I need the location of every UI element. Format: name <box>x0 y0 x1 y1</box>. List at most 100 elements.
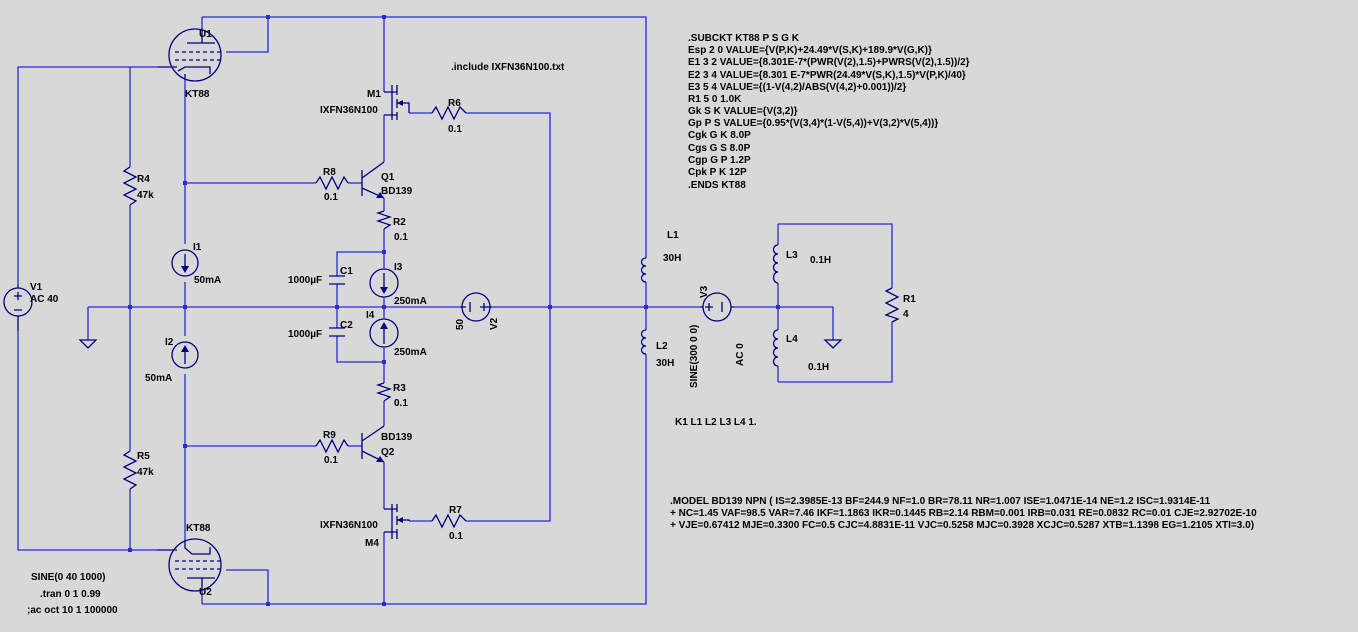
r2-name: R2 <box>393 217 406 228</box>
voltage-source-v1[interactable] <box>3 285 33 331</box>
i1-name: I1 <box>193 242 202 253</box>
v1-name: V1 <box>30 282 43 293</box>
current-source-i4[interactable] <box>369 318 399 348</box>
current-source-i1[interactable] <box>171 249 199 277</box>
l1-value: 30H <box>663 253 681 264</box>
subckt-line: Cgs G S 8.0P <box>688 143 751 154</box>
l4-value: 0.1H <box>808 362 829 373</box>
subckt-line: E1 3 2 VALUE={8.301E-7*(PWR(V(2),1.5)+PW… <box>688 57 970 68</box>
subckt-line: E3 5 4 VALUE={(1-V(4,2)/ABS(V(4,2)+0.001… <box>688 82 906 93</box>
v3-name: V3 <box>699 285 710 298</box>
q2-model: BD139 <box>381 432 413 443</box>
resistor-r6[interactable] <box>431 105 467 121</box>
i4-name: I4 <box>366 310 375 321</box>
coupling-directive[interactable]: K1 L1 L2 L3 L4 1. <box>675 417 757 428</box>
i4-value: 250mA <box>394 347 427 358</box>
r6-value: 0.1 <box>448 124 462 135</box>
c2-name: C2 <box>340 320 353 331</box>
q1-model: BD139 <box>381 186 413 197</box>
l3-value: 0.1H <box>810 255 831 266</box>
v2-name: V2 <box>489 317 500 330</box>
r1-value: 4 <box>903 309 909 320</box>
resistor-r1[interactable] <box>884 287 900 323</box>
model-line: + NC=1.45 VAF=98.5 VAR=7.46 IKF=1.1863 I… <box>670 508 1257 519</box>
v1-value: AC 40 <box>30 294 59 305</box>
r5-value: 47k <box>137 467 154 478</box>
bd139-model-directive[interactable]: .MODEL BD139 NPN ( IS=2.3985E-13 BF=244.… <box>670 496 1257 531</box>
r5-name: R5 <box>137 451 150 462</box>
subckt-line: E2 3 4 VALUE={8.301 E-7*PWR(24.49*V(S,K)… <box>688 70 966 81</box>
r2-value: 0.1 <box>394 232 408 243</box>
capacitor-c2[interactable] <box>329 327 345 337</box>
v2-value: 50 <box>455 318 466 330</box>
capacitor-c1[interactable] <box>329 275 345 285</box>
r4-value: 47k <box>137 190 154 201</box>
subckt-line: .ENDS KT88 <box>688 180 746 191</box>
voltage-source-v2[interactable] <box>460 292 492 322</box>
r3-name: R3 <box>393 383 406 394</box>
voltage-source-v3[interactable] <box>700 292 734 322</box>
r8-value: 0.1 <box>324 192 338 203</box>
tube-u1[interactable] <box>157 28 224 82</box>
inductor-l1[interactable] <box>640 257 647 283</box>
resistor-r5[interactable] <box>122 450 138 490</box>
r9-value: 0.1 <box>324 455 338 466</box>
r3-value: 0.1 <box>394 398 408 409</box>
m4-name: M4 <box>365 538 379 549</box>
v3-value: SINE(300 0 0) <box>689 325 700 388</box>
inductor-l2[interactable] <box>640 329 647 355</box>
include-directive[interactable]: .include IXFN36N100.txt <box>451 62 565 73</box>
tube-u2[interactable] <box>157 538 224 592</box>
m4-model: IXFN36N100 <box>320 520 378 531</box>
r6-name: R6 <box>448 98 461 109</box>
resistor-r8[interactable] <box>315 175 349 191</box>
sine-source-value[interactable]: SINE(0 40 1000) <box>31 572 106 583</box>
r1-name: R1 <box>903 294 916 305</box>
resistor-r9[interactable] <box>315 438 349 454</box>
model-line: .MODEL BD139 NPN ( IS=2.3985E-13 BF=244.… <box>670 496 1211 507</box>
m1-model: IXFN36N100 <box>320 105 378 116</box>
l3-name: L3 <box>786 250 798 261</box>
bjt-q2[interactable] <box>361 425 385 463</box>
subckt-line: R1 5 0 1.0K <box>688 94 742 105</box>
i1-value: 50mA <box>194 275 221 286</box>
subckt-line: Gk S K VALUE={V(3,2)} <box>688 106 798 117</box>
subckt-line: Cpk P K 12P <box>688 167 747 178</box>
u2-name: U2 <box>199 587 212 598</box>
q2-name: Q2 <box>381 447 395 458</box>
inductor-l4[interactable] <box>772 329 779 367</box>
l2-name: L2 <box>656 341 668 352</box>
ground-symbol <box>78 339 98 349</box>
tran-directive[interactable]: .tran 0 1 0.99 <box>40 589 101 600</box>
v3-value2: AC 0 <box>735 343 746 366</box>
current-source-i3[interactable] <box>369 268 399 298</box>
l2-value: 30H <box>656 358 674 369</box>
ground-symbol <box>823 339 843 349</box>
r8-name: R8 <box>323 167 336 178</box>
inductor-l3[interactable] <box>772 244 779 284</box>
mosfet-m4[interactable] <box>384 504 410 539</box>
subckt-line: .SUBCKT KT88 P S G K <box>688 33 800 44</box>
r7-value: 0.1 <box>449 531 463 542</box>
resistor-r2[interactable] <box>375 210 393 230</box>
ac-directive-comment[interactable]: ;ac oct 10 1 100000 <box>27 605 118 616</box>
current-source-i2[interactable] <box>171 341 199 369</box>
kt88-subckt-directive[interactable]: .SUBCKT KT88 P S G K Esp 2 0 VALUE={V(P,… <box>688 33 970 191</box>
subckt-line: Gp P S VALUE={0.95*(V(3,4)*(1-V(5,4))+V(… <box>688 118 938 129</box>
u2-model: KT88 <box>186 523 211 534</box>
l4-name: L4 <box>786 334 798 345</box>
resistor-r7[interactable] <box>431 513 467 529</box>
i3-name: I3 <box>394 262 403 273</box>
m1-name: M1 <box>367 89 381 100</box>
c2-value: 1000µF <box>288 329 322 340</box>
r7-name: R7 <box>449 505 462 516</box>
mosfet-m1[interactable] <box>384 85 410 120</box>
resistor-r3[interactable] <box>375 382 393 402</box>
i2-name: I2 <box>165 337 174 348</box>
i3-value: 250mA <box>394 296 427 307</box>
bjt-q1[interactable] <box>361 161 385 199</box>
r9-name: R9 <box>323 430 336 441</box>
resistor-r4[interactable] <box>122 166 138 206</box>
